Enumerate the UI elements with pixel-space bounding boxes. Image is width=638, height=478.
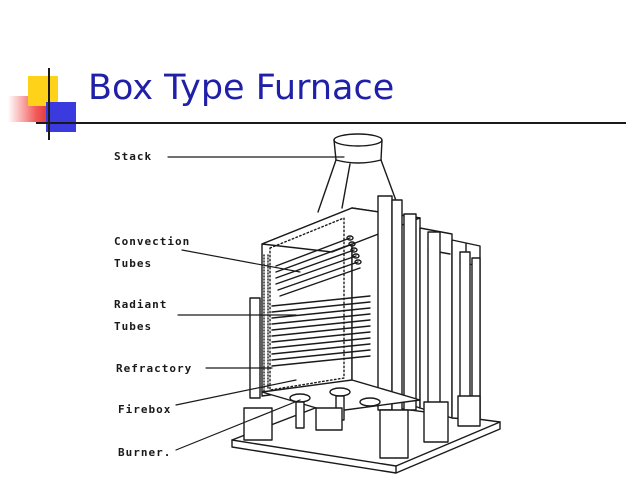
firebox-drawing (243, 379, 481, 459)
decor-yellow-square (28, 76, 58, 106)
label-stack: Stack (114, 150, 153, 163)
stack-drawing (317, 133, 399, 213)
title-divider (36, 122, 626, 124)
leader-burner (175, 399, 301, 451)
convection-tubes-drawing (275, 235, 362, 297)
leader-convection (181, 249, 301, 273)
decor-vertical-line (48, 68, 50, 140)
decor-blue-square (46, 102, 76, 132)
label-convection-tubes: Tubes (114, 257, 153, 270)
label-radiant: Radiant (114, 298, 168, 311)
label-convection: Convection (114, 235, 191, 248)
leader-firebox (175, 379, 297, 406)
label-firebox: Firebox (118, 403, 172, 416)
radiant-tubes-drawing (271, 295, 371, 367)
label-refractory: Refractory (116, 362, 193, 375)
leader-lines (167, 156, 345, 451)
label-radiant-tubes: Tubes (114, 320, 153, 333)
slide-title: Box Type Furnace (88, 68, 395, 108)
label-burner: Burner. (118, 446, 172, 459)
